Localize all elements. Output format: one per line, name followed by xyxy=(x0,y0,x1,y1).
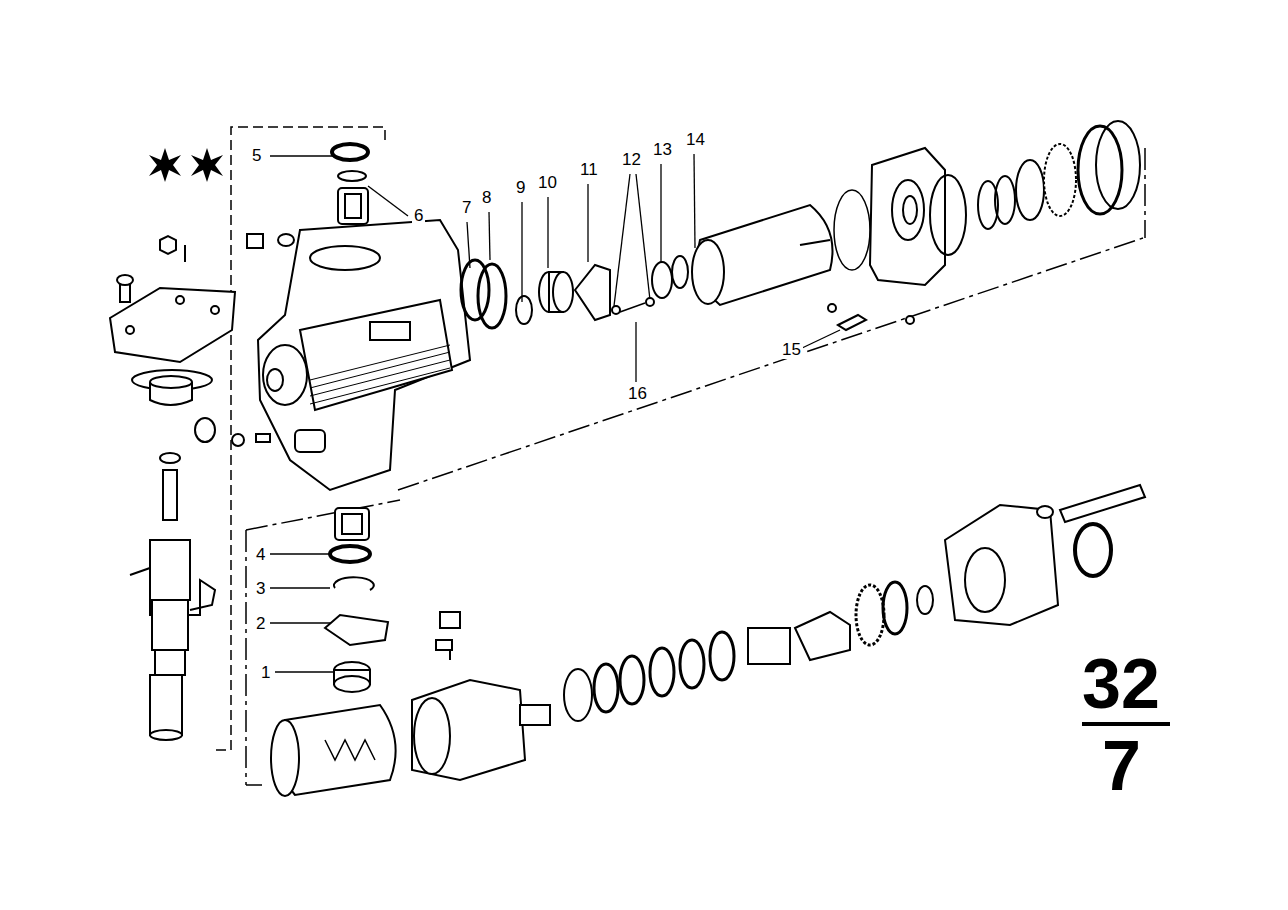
callout-number: 11 xyxy=(578,160,600,179)
callout-number: 15 xyxy=(780,340,803,359)
callout-number: 8 xyxy=(480,188,493,207)
callout-number: 9 xyxy=(514,178,527,197)
callout-number: 4 xyxy=(254,545,267,564)
section-number: 32 xyxy=(1080,648,1162,720)
callout-number: 6 xyxy=(412,206,425,225)
callout-number: 2 xyxy=(254,614,267,633)
group-brackets xyxy=(215,127,1145,785)
callout-number: 3 xyxy=(254,579,267,598)
star-symbols xyxy=(149,148,223,182)
callout-number: 7 xyxy=(460,198,473,217)
callout-number: 12 xyxy=(620,150,643,169)
callout-number: 14 xyxy=(684,130,707,149)
section-number: 7 xyxy=(1100,730,1143,802)
callout-number: 10 xyxy=(536,173,559,192)
callout-number: 16 xyxy=(626,384,649,403)
callout-number: 5 xyxy=(250,146,263,165)
callout-number: 13 xyxy=(651,140,674,159)
callout-number: 1 xyxy=(259,663,272,682)
